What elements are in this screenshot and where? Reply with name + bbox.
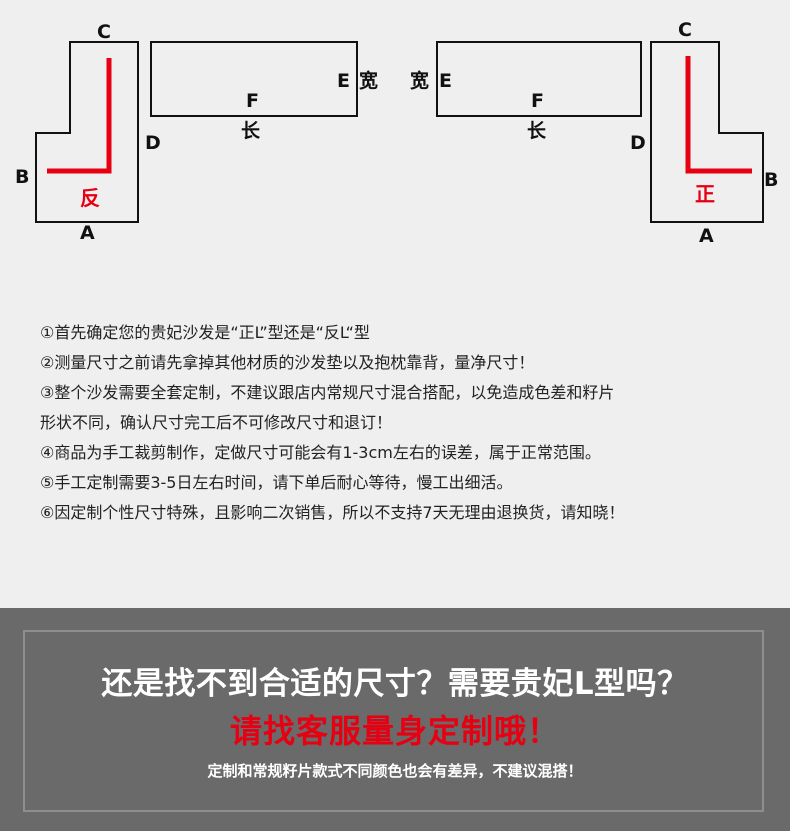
- right-back-label-f: F: [531, 90, 544, 112]
- left-back-rect: [150, 41, 358, 117]
- banner-frame: [23, 630, 764, 812]
- right-orientation-label: 正: [695, 182, 715, 206]
- note-2: ②测量尺寸之前请先拿掉其他材质的沙发垫以及抱枕靠背，量净尺寸！: [40, 353, 535, 372]
- note-4: ④商品为手工裁剪制作，定做尺寸可能会有1-3cm左右的误差，属于正常范围。: [40, 443, 601, 462]
- right-red-l-guide: [685, 56, 752, 174]
- right-back-rect: [436, 41, 642, 117]
- left-red-l-guide: [47, 58, 112, 174]
- left-back-length-caption: 长: [241, 120, 261, 142]
- left-back-label-f: F: [246, 90, 259, 112]
- right-label-b: B: [764, 169, 779, 191]
- note-1: ①首先确定您的贵妃沙发是“正L”型还是“反L“型: [40, 323, 370, 342]
- note-5: ⑤手工定制需要3-5日左右时间，请下单后耐心等待，慢工出细活。: [40, 473, 513, 492]
- left-label-c: C: [97, 21, 111, 43]
- right-chaise-outline: [650, 41, 764, 223]
- left-label-d: D: [145, 132, 161, 154]
- sofa-outline-drawing: [35, 41, 764, 223]
- banner-headline: 还是找不到合适的尺寸？需要贵妃L型吗？: [101, 666, 689, 702]
- left-back-width-label: 宽: [359, 70, 379, 92]
- left-label-b: B: [15, 166, 30, 188]
- note-3: ③整个沙发需要全套定制，不建议跟店内常规尺寸混合搭配，以免造成色差和籽片: [40, 383, 615, 402]
- measurement-notes: ①首先确定您的贵妃沙发是“正L”型还是“反L“型 ②测量尺寸之前请先拿掉其他材质…: [40, 318, 770, 528]
- left-label-a: A: [80, 222, 95, 244]
- left-chaise-outline: [35, 41, 139, 223]
- banner-footnote: 定制和常规籽片款式不同颜色也会有差异，不建议混搭！: [207, 762, 583, 780]
- right-label-c: C: [678, 19, 692, 41]
- right-back-length-caption: 长: [527, 120, 547, 142]
- custom-order-banner: 还是找不到合适的尺寸？需要贵妃L型吗？ 请找客服量身定制哦！ 定制和常规籽片款式…: [0, 608, 790, 831]
- right-label-a: A: [699, 225, 714, 247]
- note-6: ⑥因定制个性尺寸特殊，且影响二次销售，所以不支持7天无理由退换货，请知晓！: [40, 503, 625, 522]
- left-back-label-e: E: [337, 70, 350, 92]
- right-back-label-e: E: [439, 70, 452, 92]
- right-back-width-label: 宽: [410, 70, 430, 92]
- sofa-measurement-diagram: C B A D 反 E 宽 F 长 宽 E F 长 C B A D 正: [0, 0, 790, 280]
- left-orientation-label: 反: [80, 186, 100, 210]
- right-label-d: D: [630, 132, 646, 154]
- note-3-continued: 形状不同，确认尺寸完工后不可修改尺寸和退订！: [40, 413, 393, 432]
- banner-cta: 请找客服量身定制哦！: [229, 712, 560, 750]
